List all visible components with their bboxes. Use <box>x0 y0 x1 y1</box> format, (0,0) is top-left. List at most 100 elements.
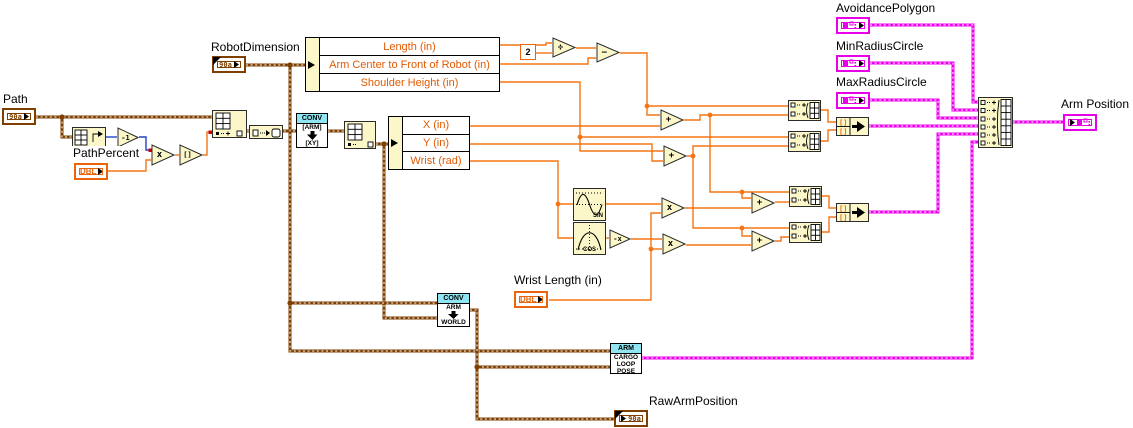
negate-node[interactable]: -x <box>609 229 631 249</box>
subtract-glyph: − <box>601 47 608 58</box>
brown-wires[interactable] <box>36 63 614 421</box>
cosine-node[interactable]: COS <box>573 222 606 255</box>
cosine-curve-icon <box>576 225 603 251</box>
unbundle-field-wrist[interactable]: Wrist (rad) <box>410 154 462 167</box>
array-size-node[interactable] <box>72 127 106 148</box>
subvi-line: ARM <box>446 304 461 311</box>
add-node-3[interactable]: + <box>751 192 775 214</box>
sine-curve-icon <box>576 192 603 216</box>
path-label[interactable]: Path <box>2 92 29 106</box>
coercion-dots <box>148 130 212 152</box>
raw-arm-position-terminal[interactable]: 90a <box>614 410 648 427</box>
subvi-header: ARM <box>611 344 641 354</box>
index-array-node-1[interactable] <box>212 110 247 138</box>
build-array-node-2[interactable] <box>788 131 821 152</box>
build-array-node-1[interactable] <box>788 100 821 121</box>
multiply-path-node[interactable]: x <box>151 144 175 166</box>
input-arrow-icon <box>308 60 315 69</box>
cluster-input-strip <box>306 38 320 91</box>
subvi-conv-arm-to-world[interactable]: CONV ARM WORLD <box>437 293 470 327</box>
decrement-node[interactable]: -1 <box>117 127 139 148</box>
constant-value: 2 <box>525 47 531 57</box>
in-arrow-icon <box>1069 119 1075 126</box>
avoidance-polygon-label[interactable]: AvoidancePolygon <box>835 1 937 15</box>
build-array-icon <box>980 99 1012 146</box>
divide-node[interactable]: ÷ <box>552 37 576 58</box>
path-percent-label[interactable]: PathPercent <box>72 146 141 160</box>
subvi-arm-cargo-loop-pose[interactable]: ARM CARGO LOOP POSE <box>610 343 642 375</box>
out-arrow-icon <box>98 168 102 175</box>
avoidance-polygon-terminal[interactable] <box>836 17 870 34</box>
index-array-icon <box>347 123 374 148</box>
bundle-node-1[interactable]: [] [] <box>836 117 869 136</box>
robot-dimension-label[interactable]: RobotDimension <box>210 40 301 54</box>
wrist-length-label[interactable]: Wrist Length (in) <box>513 273 603 287</box>
array-to-cluster-node[interactable] <box>249 125 283 139</box>
input-arrow-icon <box>391 139 398 147</box>
wrist-length-terminal[interactable]: DBL <box>514 291 548 308</box>
unbundle-field-y[interactable]: Y (in) <box>403 135 469 153</box>
round-glyph: [] <box>183 151 192 159</box>
round-to-nearest-node[interactable]: [] <box>179 144 203 166</box>
array-cluster-glyph: 90a <box>9 112 22 121</box>
cluster-glyph-icon <box>1076 118 1090 126</box>
multiply-cos-node[interactable]: x <box>662 233 686 255</box>
bundle-node-2[interactable]: [] [] <box>836 203 869 222</box>
raw-arm-position-label[interactable]: RawArmPosition <box>648 394 739 408</box>
multiply-glyph: x <box>667 239 674 249</box>
array-cluster-glyph: 90a <box>628 414 641 423</box>
multiply-sin-node[interactable]: x <box>661 197 685 219</box>
add-node-1[interactable]: + <box>660 109 684 131</box>
index-array-node-2[interactable] <box>344 121 376 149</box>
svg-text:[]: [] <box>839 214 847 221</box>
unbundle-arm-xy[interactable]: X (in) Y (in) Wrist (rad) <box>388 116 470 170</box>
subvi-header: CONV <box>297 114 327 124</box>
subvi-line: LOOP <box>616 361 636 369</box>
out-arrow-icon <box>858 60 864 67</box>
add-glyph: + <box>668 151 675 161</box>
robot-dimension-terminal[interactable]: 90a <box>212 56 246 73</box>
build-array-node-4[interactable] <box>789 222 822 243</box>
build-array-icon <box>790 133 820 150</box>
arm-position-label[interactable]: Arm Position <box>1060 97 1131 111</box>
dbl-glyph: DBL <box>520 295 537 304</box>
max-radius-circle-label[interactable]: MaxRadiusCircle <box>835 75 928 89</box>
unbundle-field-length[interactable]: Length (in) <box>320 38 499 56</box>
add-node-4[interactable]: + <box>751 230 775 252</box>
bundle-icon: [] [] <box>837 118 865 136</box>
path-terminal[interactable]: 90a <box>2 108 36 125</box>
unbundle-robot-dimension[interactable]: Length (in) Arm Center to Front of Robot… <box>305 37 500 92</box>
unbundle-field-arm-center[interactable]: Arm Center to Front of Robot (in) <box>320 56 499 74</box>
min-radius-circle-terminal[interactable] <box>836 55 870 72</box>
magenta-wires[interactable] <box>642 23 1063 360</box>
subvi-conv-arm-to-xy[interactable]: CONV [ARM] [XY] <box>296 113 328 148</box>
min-radius-circle-label[interactable]: MinRadiusCircle <box>835 39 925 53</box>
build-array-node-3[interactable] <box>789 186 822 207</box>
add-node-2[interactable]: + <box>663 145 687 167</box>
arm-position-terminal[interactable] <box>1063 114 1097 131</box>
build-array-node-main[interactable] <box>978 97 1013 148</box>
cluster-input-strip <box>389 117 403 169</box>
orange-wires[interactable] <box>108 42 836 301</box>
unbundle-field-shoulder-height[interactable]: Shoulder Height (in) <box>360 76 459 89</box>
subvi-line: CARGO <box>613 354 639 361</box>
cluster-glyph-icon <box>842 21 856 29</box>
bundle-icon: [] [] <box>837 204 865 222</box>
path-percent-terminal[interactable]: DBL <box>74 163 108 180</box>
out-arrow-icon <box>233 61 239 68</box>
subvi-header: CONV <box>438 294 469 304</box>
out-arrow-icon <box>858 22 864 29</box>
max-radius-circle-terminal[interactable] <box>836 92 870 109</box>
array-cluster-glyph: 90a <box>219 60 232 69</box>
unbundle-field-x[interactable]: X (in) <box>403 117 469 135</box>
decrement-glyph: -1 <box>121 133 130 142</box>
sine-node[interactable]: SIN <box>573 188 606 221</box>
array-size-icon <box>74 129 103 146</box>
down-arrow-icon <box>306 131 317 141</box>
subvi-line: [ARM] <box>302 124 322 131</box>
svg-text:[]: [] <box>839 205 847 213</box>
subtract-node[interactable]: − <box>596 42 620 63</box>
add-glyph: + <box>756 236 763 246</box>
numeric-constant-2[interactable]: 2 <box>520 44 536 60</box>
